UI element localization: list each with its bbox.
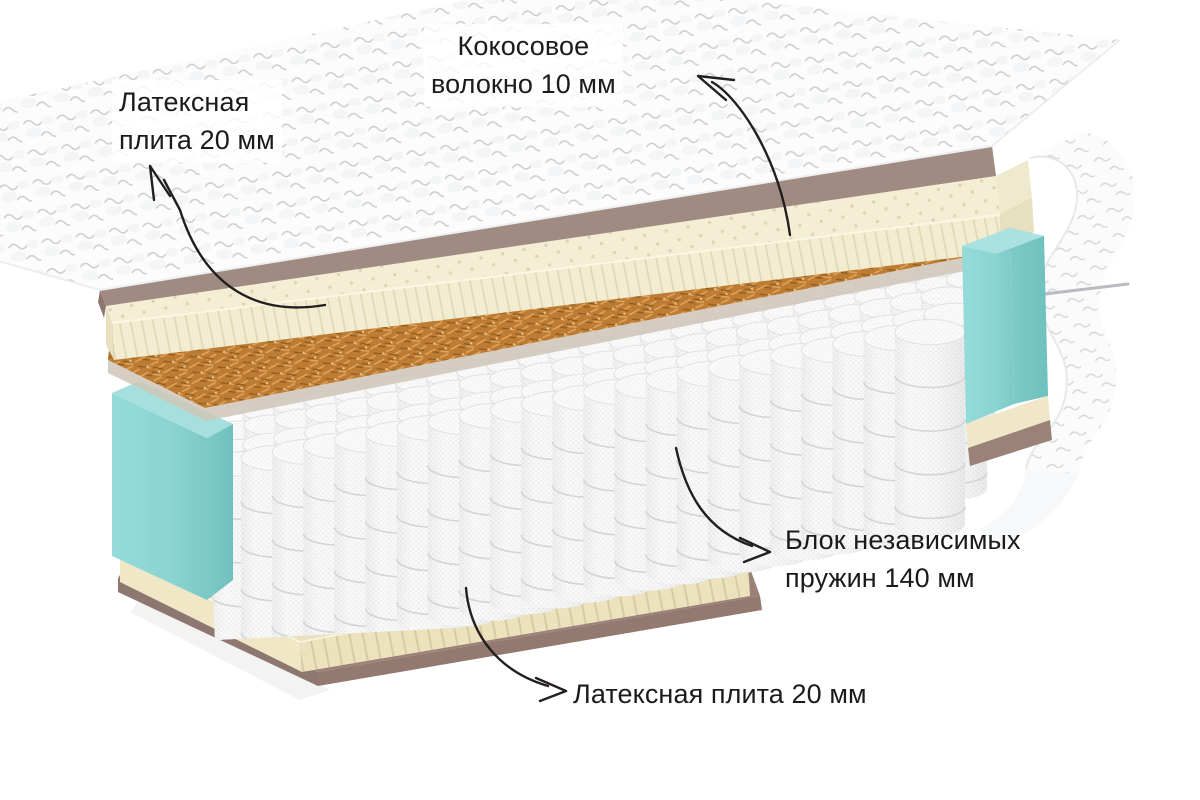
label-coir: Кокосовое волокно 10 мм bbox=[424, 24, 623, 107]
label-latex-bottom: Латексная плита 20 мм bbox=[573, 679, 867, 709]
pocket-spring bbox=[894, 318, 966, 537]
foam-edge-left bbox=[112, 381, 233, 600]
annotation-arrows bbox=[148, 74, 792, 703]
label-springs: Блок независимых пружин 140 мм bbox=[785, 525, 1021, 594]
foam-edge-right bbox=[962, 228, 1048, 424]
layer-mauve-band bbox=[98, 146, 996, 318]
arrow-latex-top bbox=[148, 164, 327, 309]
layer-latex-top bbox=[106, 160, 1034, 360]
foam-edge-right-base bbox=[966, 396, 1052, 466]
mattress-shadow bbox=[130, 600, 330, 700]
label-latex-top: Латексная плита 20 мм bbox=[112, 80, 282, 163]
arrow-coir bbox=[696, 74, 792, 237]
arrow-springs bbox=[674, 446, 772, 564]
layer-quilted-cover bbox=[0, 0, 1135, 474]
arrow-latex-bottom bbox=[464, 586, 568, 703]
